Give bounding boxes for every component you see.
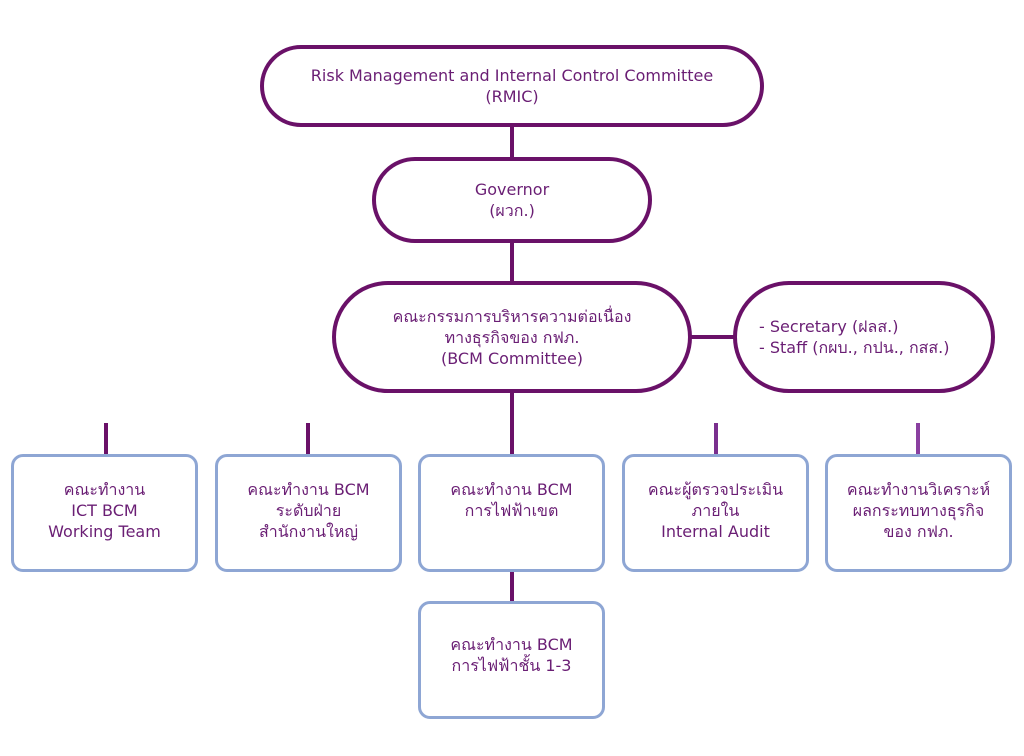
team-2-line3: สำนักงานใหญ่ — [258, 522, 359, 541]
team-1-line2: ICT BCM — [71, 501, 138, 520]
sub-team-line2: การไฟฟ้าชั้น 1-3 — [451, 656, 572, 675]
team-2-line1: คณะทำงาน BCM — [247, 480, 370, 499]
secretariat-node: - Secretary (ฝลส.) - Staff (กผบ., กปน., … — [733, 281, 995, 393]
team-business-impact-analysis: คณะทำงานวิเคราะห์ ผลกระทบทางธุรกิจ ของ ก… — [825, 454, 1012, 572]
team-5-line3: ของ กฟภ. — [883, 522, 954, 541]
team-hq-bcm: คณะทำงาน BCM ระดับฝ่าย สำนักงานใหญ่ — [215, 454, 402, 572]
team-1-line3: Working Team — [48, 522, 161, 541]
team-4-line3: Internal Audit — [661, 522, 770, 541]
bcm-committee-line3: (BCM Committee) — [440, 348, 584, 368]
bcm-committee-node: คณะกรรมการบริหารความต่อเนื่อง ทางธุรกิจข… — [332, 281, 692, 393]
governor-abbrev: (ผวก.) — [489, 201, 535, 220]
team-pea-class-1-3-bcm: คณะทำงาน BCM การไฟฟ้าชั้น 1-3 — [418, 601, 605, 719]
rmic-abbrev: (RMIC) — [485, 87, 539, 106]
bcm-committee-line2: ทางธุรกิจของ กฟภ. — [444, 327, 580, 347]
governor-node: Governor (ผวก.) — [372, 157, 652, 243]
team-internal-audit: คณะผู้ตรวจประเมิน ภายใน Internal Audit — [622, 454, 809, 572]
team-4-line2: ภายใน — [691, 501, 740, 520]
team-3-line2: การไฟฟ้าเขต — [464, 501, 559, 520]
team-2-line2: ระดับฝ่าย — [275, 501, 342, 520]
team-ict-bcm: คณะทำงาน ICT BCM Working Team — [11, 454, 198, 572]
sub-team-line1: คณะทำงาน BCM — [450, 635, 573, 654]
team-4-line1: คณะผู้ตรวจประเมิน — [647, 480, 784, 499]
governor-title: Governor — [474, 180, 550, 199]
team-5-line2: ผลกระทบทางธุรกิจ — [852, 501, 985, 520]
rmic-title: Risk Management and Internal Control Com… — [310, 66, 714, 85]
team-regional-bcm: คณะทำงาน BCM การไฟฟ้าเขต — [418, 454, 605, 572]
team-1-line1: คณะทำงาน — [63, 480, 146, 499]
team-3-line1: คณะทำงาน BCM — [450, 480, 573, 499]
secretary-line: - Secretary (ฝลส.) — [759, 317, 899, 336]
bcm-committee-line1: คณะกรรมการบริหารความต่อเนื่อง — [392, 306, 632, 326]
staff-line: - Staff (กผบ., กปน., กสส.) — [759, 338, 950, 357]
team-5-line1: คณะทำงานวิเคราะห์ — [846, 480, 991, 499]
rmic-committee-node: Risk Management and Internal Control Com… — [260, 45, 764, 127]
